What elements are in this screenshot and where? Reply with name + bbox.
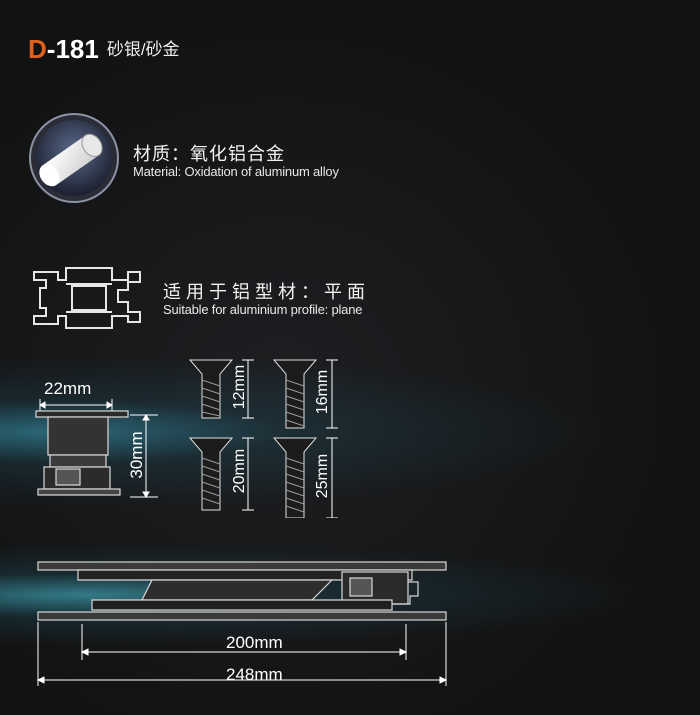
dimension-top-width: 22mm xyxy=(44,379,92,398)
dimension-screw-b: 16mm xyxy=(314,369,331,415)
dimension-total-length: 248mm xyxy=(226,665,283,684)
product-code-number: -181 xyxy=(46,34,99,64)
dimension-screw-a: 12mm xyxy=(231,364,248,410)
dimension-height: 30mm xyxy=(127,431,146,479)
aluminum-profile-icon xyxy=(28,262,148,334)
dimension-screw-c: 20mm xyxy=(231,448,248,494)
product-finish: 砂银/砂金 xyxy=(106,40,180,59)
material-label-cn: 材质：氧化铝合金 xyxy=(133,144,285,165)
dimension-screw-d: 25mm xyxy=(314,453,331,499)
front-view-drawing xyxy=(32,556,452,686)
product-title: D-181 砂银/砂金 xyxy=(28,34,180,65)
profile-label-cn: 适用于铝型材：平面 xyxy=(163,282,370,303)
material-label-en: Material: Oxidation of aluminum alloy xyxy=(133,164,339,179)
aluminum-rod-icon xyxy=(28,112,120,204)
product-code-prefix: D xyxy=(28,34,47,64)
side-view-drawing xyxy=(30,395,170,510)
profile-label-en: Suitable for aluminium profile: plane xyxy=(163,302,363,317)
dimension-inner-length: 200mm xyxy=(226,633,283,652)
screw-set xyxy=(186,358,356,519)
